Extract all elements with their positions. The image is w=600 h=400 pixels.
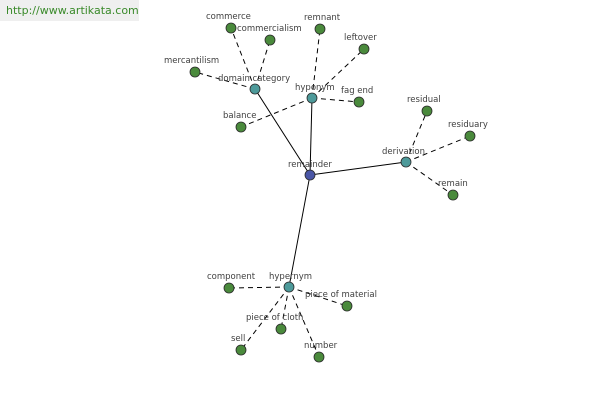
node-label-piece-of-material: piece of material [305,290,377,300]
node-circle-piece-of-cloth[interactable] [275,323,287,335]
node-hyponym[interactable]: hyponym [295,83,335,104]
edge-hypernym-to-component [228,286,290,289]
node-circle-remain[interactable] [447,189,459,201]
node-residual[interactable]: residual [407,95,441,117]
node-commercialism[interactable]: commercialism [237,24,302,46]
node-circle-derivation[interactable] [400,156,412,168]
node-circle-balance[interactable] [235,121,247,133]
node-number[interactable]: number [304,341,338,363]
node-label-residual: residual [407,95,441,105]
node-circle-residuary[interactable] [464,130,476,142]
node-leftover[interactable]: leftover [344,33,377,55]
node-label-sell: sell [231,334,245,344]
node-mercantilism[interactable]: mercantilism [164,56,219,78]
node-label-residuary: residuary [448,120,488,130]
node-label-piece-of-cloth: piece of cloth [246,313,303,323]
edge-hypernym-to-piece-of-cloth [280,286,290,330]
node-fag-end[interactable]: fag end [341,86,373,108]
node-circle-piece-of-material[interactable] [341,300,353,312]
node-circle-number[interactable] [313,351,325,363]
node-label-fag-end: fag end [341,86,373,96]
edge-hyponym-to-balance [240,97,313,128]
edge-hyponym-to-fag-end [311,97,360,103]
node-label-commercialism: commercialism [237,24,302,34]
edge-domain-category-to-commerce [230,27,256,90]
node-label-leftover: leftover [344,33,377,43]
node-component[interactable]: component [207,272,256,294]
nodes-layer: remainder domain category hyponym derivatio… [164,12,488,363]
node-balance[interactable]: balance [223,111,256,133]
node-circle-leftover[interactable] [358,43,370,55]
node-residuary[interactable]: residuary [448,120,488,142]
node-label-remainder: remainder [288,160,332,170]
node-label-component: component [207,272,256,282]
node-circle-mercantilism[interactable] [189,66,201,78]
edge-hyponym-to-remnant [311,28,321,99]
node-derivation[interactable]: derivation [382,147,425,168]
node-label-number: number [304,341,338,351]
node-circle-residual[interactable] [421,105,433,117]
edge-remainder-to-hyponym [309,97,313,176]
edge-hyponym-to-leftover [311,48,365,99]
node-circle-remnant[interactable] [314,23,326,35]
edge-derivation-to-residuary [405,135,471,163]
node-circle-component[interactable] [223,282,235,294]
node-sell[interactable]: sell [231,334,247,356]
edge-domain-category-to-mercantilism [194,71,256,90]
edge-remainder-to-domain-category [254,88,311,176]
node-hypernym[interactable]: hypernym [269,272,312,293]
node-label-commerce: commerce [206,12,251,22]
node-label-mercantilism: mercantilism [164,56,219,66]
edge-derivation-to-residual [405,110,428,163]
node-commerce[interactable]: commerce [206,12,251,34]
node-label-balance: balance [223,111,256,121]
node-circle-commerce[interactable] [225,22,237,34]
node-piece-of-material[interactable]: piece of material [305,290,377,312]
site-url-link[interactable]: http://www.artikata.com [0,0,139,21]
node-label-derivation: derivation [382,147,425,157]
node-circle-domain-category[interactable] [249,83,261,95]
node-label-remain: remain [438,179,468,189]
edge-remainder-to-hypernym [288,174,311,288]
node-circle-fag-end[interactable] [353,96,365,108]
node-circle-commercialism[interactable] [264,34,276,46]
node-label-hypernym: hypernym [269,272,312,282]
edges-layer [194,27,471,358]
node-circle-hyponym[interactable] [306,92,318,104]
node-domain-category[interactable]: domain category [218,74,290,95]
node-remainder[interactable]: remainder [288,160,332,181]
node-circle-hypernym[interactable] [283,281,295,293]
node-circle-remainder[interactable] [304,169,316,181]
edge-derivation-to-remain [405,161,454,196]
node-piece-of-cloth[interactable]: piece of cloth [246,313,303,335]
node-label-remnant: remnant [304,13,341,23]
node-label-hyponym: hyponym [295,83,335,93]
edge-remainder-to-derivation [309,161,407,176]
node-remain[interactable]: remain [438,179,468,201]
edge-hypernym-to-number [288,286,320,358]
node-circle-sell[interactable] [235,344,247,356]
edge-hypernym-to-piece-of-material [288,286,348,307]
edge-hypernym-to-sell [240,286,290,351]
node-remnant[interactable]: remnant [304,13,341,35]
node-label-domain-category: domain category [218,74,290,84]
